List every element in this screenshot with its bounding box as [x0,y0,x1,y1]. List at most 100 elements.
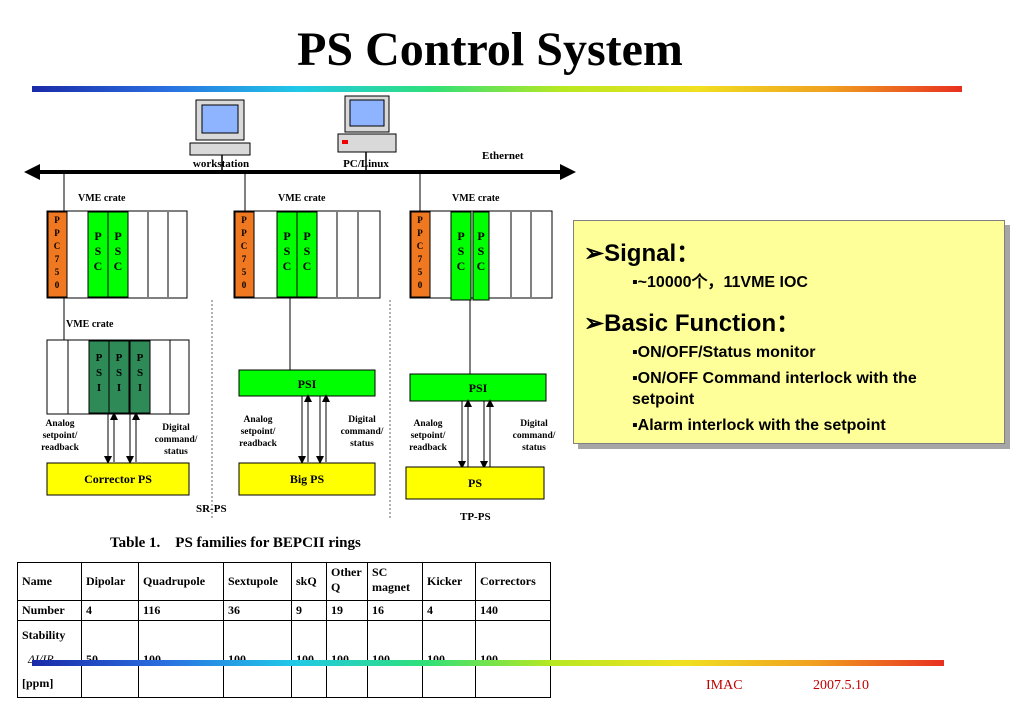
info-box: ➢Signal： ▪~10000个，11VME IOC ➢Basic Funct… [573,220,1005,444]
psi-v-line: I [97,382,101,394]
families-table: Name Dipolar Quadrupole Sextupole skQ Ot… [17,562,551,698]
psi-v-line: I [117,382,121,394]
psi-box-tp [409,373,547,402]
psc-line: S [95,244,102,258]
svg-text:PSC: PSC [94,229,103,273]
ppc-line: 0 [418,280,423,290]
psc-line: P [283,229,290,243]
digital-line: Digital [348,415,376,425]
ppc-line: P [241,215,247,225]
big-ps-label: Big PS [290,472,325,486]
analog-line: setpoint/ [411,431,446,441]
psc-line: C [94,259,103,273]
ppc-line: C [241,241,248,251]
svg-text:PSC: PSC [114,229,123,273]
psc-line: P [303,229,310,243]
footer-date: 2007.5.10 [813,678,869,693]
psc-line: S [478,244,485,258]
table-caption: Table 1. PS families for BEPCII rings [110,535,361,551]
digital-line: command/ [513,431,556,441]
tp-ps-label: TP-PS [460,511,491,523]
workstation-icon [189,99,251,156]
bottom-rainbow-bar [32,660,944,666]
analog-line: readback [239,439,278,449]
signal-heading: ➢Signal： [584,240,701,267]
svg-text:PSI: PSI [469,381,488,395]
ppc-line: P [417,215,423,225]
digital-line: status [164,447,188,457]
svg-text:PSC: PSC [477,229,486,273]
ppc-line: 7 [418,254,423,264]
ppc-line: P [54,215,60,225]
svg-text:PSI: PSI [137,352,144,394]
psc-line: S [115,244,122,258]
psc-line: C [457,259,466,273]
ppc-line: P [417,228,423,238]
psi-v-line: S [137,367,143,379]
svg-text:VME crate: VME crate [452,193,500,204]
digital-line: command/ [341,427,384,437]
workstation-label: workstation [193,158,249,170]
psc-line: P [114,229,121,243]
svg-text:PSI: PSI [298,377,317,391]
footer-left: IMAC [706,678,743,693]
ppc-line: 5 [418,267,423,277]
svg-text:PSC: PSC [283,229,292,273]
analog-line: Analog [45,419,74,429]
ppc-line: C [417,241,424,251]
svg-text:VME crate: VME crate [66,319,114,330]
psc-line: P [94,229,101,243]
ppc-line: 7 [242,254,247,264]
table-row: Stability ΔI/IR [ppm] 50 100 100 100 100… [17,620,551,698]
analog-line: setpoint/ [241,427,276,437]
digital-line: status [350,439,374,449]
analog-line: Analog [413,419,442,429]
psi-v-line: P [137,352,144,364]
ppc-line: 0 [242,280,247,290]
digital-line: Digital [520,419,548,429]
analog-line: readback [41,443,80,453]
psi-v-line: I [138,382,142,394]
ppc-line: 0 [55,280,60,290]
svg-text:PSI: PSI [96,352,103,394]
ps-label: PS [468,476,482,490]
ps-box-tp [405,466,545,500]
ppc-line: 5 [242,267,247,277]
psc-line: C [283,259,292,273]
psi-v-line: P [116,352,123,364]
big-ps-box [238,462,376,496]
svg-text:PSC: PSC [303,229,312,273]
psi-v-line: P [96,352,103,364]
psc-line: S [458,244,465,258]
digital-line: status [522,443,546,453]
basic-item: ▪ON/OFF/Status monitor [632,344,816,361]
ppc-line: P [54,228,60,238]
corrector-ps-label: Corrector PS [84,472,152,486]
psi-v-line: S [96,367,102,379]
analog-line: setpoint/ [43,431,78,441]
analog-line: readback [409,443,448,453]
svg-text:PSI: PSI [116,352,123,394]
ppc-line: C [54,241,61,251]
basic-item: ▪Alarm interlock with the setpoint [632,417,886,434]
svg-text:PSC: PSC [457,229,466,273]
signal-item: ▪~10000个，11VME IOC [632,274,808,291]
corrector-ps-box [46,462,190,496]
basic-item: ▪ON/OFF Command interlock with the setpo… [632,370,917,408]
basic-function-heading: ➢Basic Function： [584,310,801,337]
ppc-line: 7 [55,254,60,264]
psc-line: C [114,259,123,273]
analog-line: Analog [243,415,272,425]
